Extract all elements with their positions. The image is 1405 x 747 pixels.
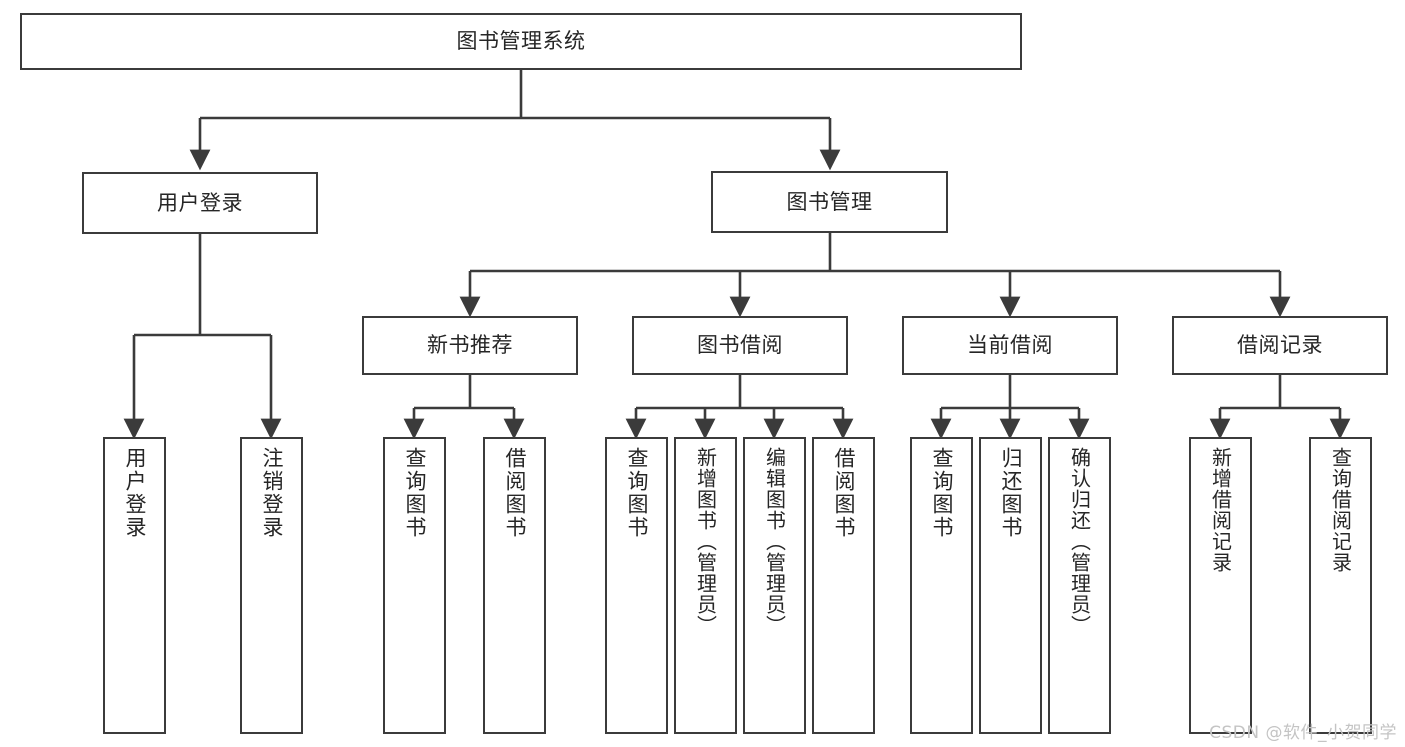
node-root[interactable]: 图书管理系统 — [20, 13, 1022, 70]
node-leaf-query-book-3[interactable]: 查询图书 — [910, 437, 973, 734]
node-book-manage-label: 图书管理 — [786, 189, 873, 214]
node-leaf-edit-book[interactable]: 编辑图书（管理员） — [743, 437, 806, 734]
node-leaf-query-book-1[interactable]: 查询图书 — [383, 437, 446, 734]
node-current-borrow[interactable]: 当前借阅 — [902, 316, 1118, 375]
node-root-label: 图书管理系统 — [456, 29, 586, 54]
node-leaf-user-login[interactable]: 用户登录 — [103, 437, 166, 734]
node-leaf-user-login-label: 用户登录 — [123, 447, 147, 539]
node-leaf-query-book-2-label: 查询图书 — [625, 447, 649, 539]
node-leaf-edit-book-label: 编辑图书（管理员） — [762, 447, 787, 636]
node-leaf-return-book-label: 归还图书 — [999, 447, 1023, 539]
node-user-login[interactable]: 用户登录 — [82, 172, 318, 234]
node-leaf-add-record-label: 新增借阅记录 — [1208, 447, 1233, 573]
node-leaf-confirm-return-label: 确认归还（管理员） — [1067, 447, 1092, 636]
node-leaf-add-record[interactable]: 新增借阅记录 — [1189, 437, 1252, 734]
node-new-book-recommend-label: 新书推荐 — [427, 333, 513, 358]
node-leaf-borrow-book-1-label: 借阅图书 — [503, 447, 527, 539]
node-leaf-return-book[interactable]: 归还图书 — [979, 437, 1042, 734]
node-book-manage[interactable]: 图书管理 — [711, 171, 948, 233]
node-leaf-logout-login-label: 注销登录 — [260, 447, 284, 539]
node-borrow-record[interactable]: 借阅记录 — [1172, 316, 1388, 375]
node-leaf-query-record[interactable]: 查询借阅记录 — [1309, 437, 1372, 734]
node-book-borrow-label: 图书借阅 — [697, 333, 783, 358]
node-leaf-borrow-book-1[interactable]: 借阅图书 — [483, 437, 546, 734]
node-leaf-confirm-return[interactable]: 确认归还（管理员） — [1048, 437, 1111, 734]
node-leaf-query-book-1-label: 查询图书 — [403, 447, 427, 539]
node-leaf-query-record-label: 查询借阅记录 — [1328, 447, 1353, 573]
node-new-book-recommend[interactable]: 新书推荐 — [362, 316, 578, 375]
node-leaf-query-book-3-label: 查询图书 — [930, 447, 954, 539]
node-current-borrow-label: 当前借阅 — [967, 333, 1053, 358]
node-user-login-label: 用户登录 — [157, 190, 243, 215]
node-leaf-add-book[interactable]: 新增图书（管理员） — [674, 437, 737, 734]
node-leaf-borrow-book-2[interactable]: 借阅图书 — [812, 437, 875, 734]
node-leaf-query-book-2[interactable]: 查询图书 — [605, 437, 668, 734]
csdn-watermark: CSDN @软件_小贺同学 — [1209, 723, 1397, 743]
node-leaf-logout-login[interactable]: 注销登录 — [240, 437, 303, 734]
node-leaf-add-book-label: 新增图书（管理员） — [693, 447, 718, 636]
node-leaf-borrow-book-2-label: 借阅图书 — [832, 447, 856, 539]
node-book-borrow[interactable]: 图书借阅 — [632, 316, 848, 375]
node-borrow-record-label: 借阅记录 — [1237, 333, 1323, 358]
